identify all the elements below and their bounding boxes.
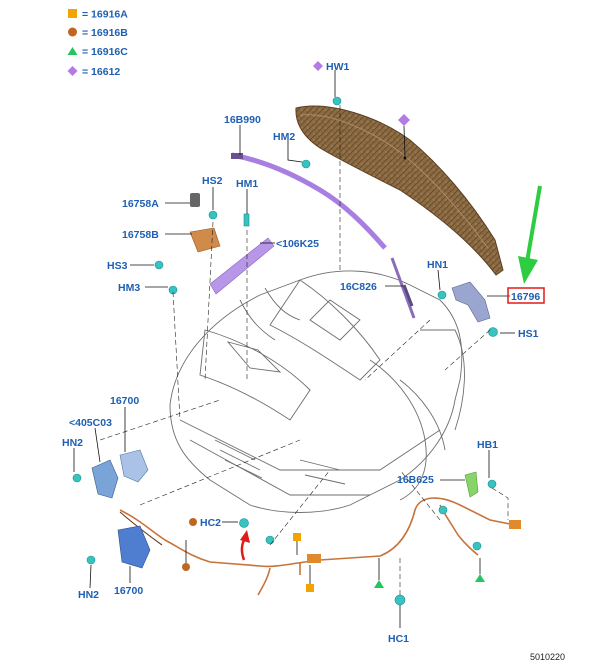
document-number: 5010220 (530, 652, 565, 662)
dashed-reference-lines (99, 105, 509, 595)
label-hn2-lower: HN2 (78, 589, 99, 601)
hood-seal-strip (231, 152, 387, 250)
highlight-box-16796 (507, 287, 545, 304)
label-16758b: 16758B (122, 229, 159, 241)
label-hb1: HB1 (477, 439, 498, 451)
label-hs1: HS1 (518, 328, 539, 340)
hood-latch-bracket (91, 459, 119, 499)
label-hn2-upper: HN2 (62, 437, 83, 449)
clips (72, 96, 498, 606)
label-hn1: HN1 (427, 259, 448, 271)
legend-item-16612: = 16612 (82, 66, 120, 78)
label-hs2: HS2 (202, 175, 223, 187)
label-16758a: 16758A (122, 198, 159, 210)
circle-marker-icon (182, 563, 190, 571)
release-cable-harness (119, 497, 516, 596)
legend-item-16916b: = 16916B (82, 27, 128, 39)
legend-circle-icon (68, 27, 77, 37)
hood-bumper (464, 471, 479, 498)
label-16b990: 16B990 (224, 114, 261, 126)
label-hm1: HM1 (236, 178, 258, 190)
label-16700-lower: 16700 (114, 585, 143, 597)
legend: = 16916A = 16916B = 16916C = 16612 (67, 9, 128, 78)
label-16700-upper: 16700 (110, 395, 139, 407)
label-hw1: HW1 (326, 61, 349, 73)
hood-hinge (451, 281, 491, 323)
radiator-seal-strip (209, 237, 275, 295)
hc2-circle-icon (189, 518, 197, 526)
legend-item-16916a: = 16916A (82, 9, 128, 21)
seal-end-cap (231, 153, 243, 159)
label-16c826: 16C826 (340, 281, 377, 293)
square-marker-icon (293, 533, 301, 541)
legend-square-icon (68, 9, 77, 18)
label-405c03: <405C03 (69, 417, 112, 429)
label-106k25: <106K25 (276, 238, 319, 250)
legend-triangle-icon (67, 47, 78, 55)
hood-panel (295, 105, 504, 276)
label-hc2: HC2 (200, 517, 221, 529)
legend-diamond-icon (67, 66, 78, 76)
cable-connector (307, 554, 321, 563)
label-16b625: 16B625 (397, 474, 434, 486)
red-arrow-icon (240, 530, 250, 561)
green-arrow-icon (518, 185, 542, 284)
triangle-marker-icon (374, 580, 384, 588)
triangle-marker-icon-2 (475, 574, 485, 582)
label-16796: 16796 (511, 291, 540, 303)
label-hm3: HM3 (118, 282, 140, 294)
bumper-bracket-plate (189, 227, 221, 253)
hood-latch-upper (119, 449, 149, 483)
leader-lines (73, 70, 515, 628)
hood-support-strut (390, 257, 416, 319)
label-hc1: HC1 (388, 633, 409, 645)
cable-connector-right (509, 520, 521, 529)
bumper-bracket (190, 193, 200, 207)
square-marker-icon-2 (306, 584, 314, 592)
hw1-diamond-icon (313, 61, 323, 71)
label-hm2: HM2 (273, 131, 295, 143)
label-hs3: HS3 (107, 260, 128, 272)
hood-diamond-marker-icon (398, 114, 410, 126)
hood-latch-lower (117, 525, 151, 569)
legend-item-16916c: = 16916C (82, 46, 128, 58)
